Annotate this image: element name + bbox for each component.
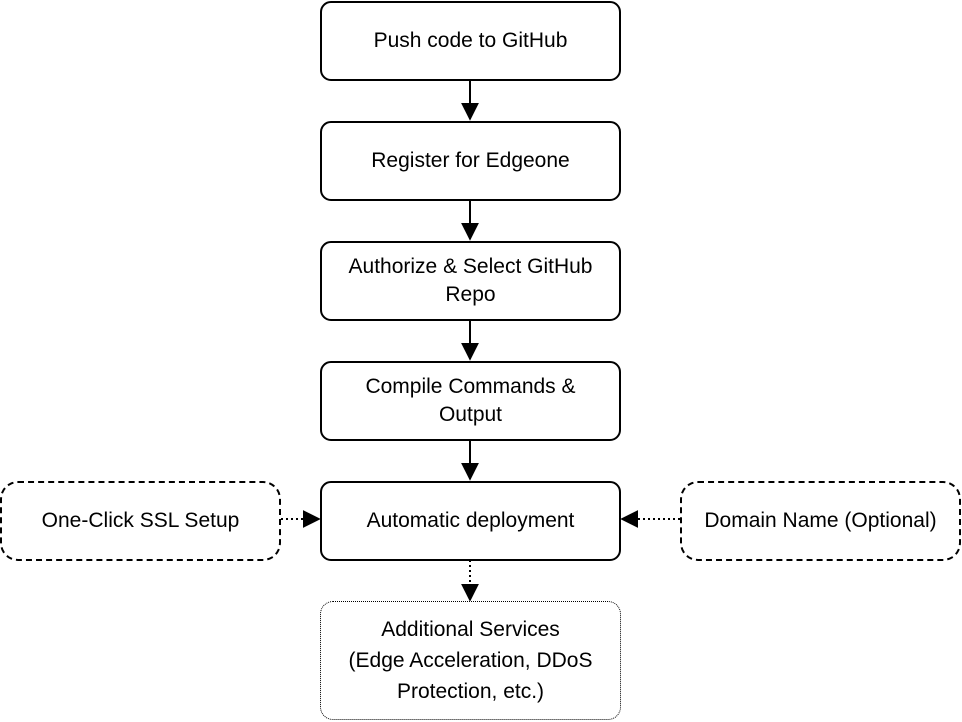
node-domain-name-label: Domain Name (Optional) — [704, 509, 937, 532]
node-ssl-setup-label: One-Click SSL Setup — [41, 509, 240, 532]
node-authorize-repo: Authorize & Select GitHub Repo — [320, 241, 621, 321]
node-automatic-deployment: Automatic deployment — [320, 481, 621, 561]
node-domain-name: Domain Name (Optional) — [680, 481, 961, 561]
node-push-code: Push code to GitHub — [320, 1, 621, 81]
node-compile-label: Compile Commands & Output — [365, 375, 576, 426]
node-additional-services: Additional Services (Edge Acceleration, … — [320, 601, 621, 720]
node-register-label: Register for Edgeone — [371, 149, 570, 172]
node-ssl-setup: One-Click SSL Setup — [0, 481, 281, 561]
node-authorize-repo-label: Authorize & Select GitHub Repo — [348, 255, 593, 306]
node-additional-services-label: Additional Services (Edge Acceleration, … — [348, 618, 593, 703]
node-push-code-label: Push code to GitHub — [373, 29, 568, 52]
node-register: Register for Edgeone — [320, 121, 621, 201]
node-compile: Compile Commands & Output — [320, 361, 621, 441]
node-automatic-deployment-label: Automatic deployment — [366, 509, 575, 532]
